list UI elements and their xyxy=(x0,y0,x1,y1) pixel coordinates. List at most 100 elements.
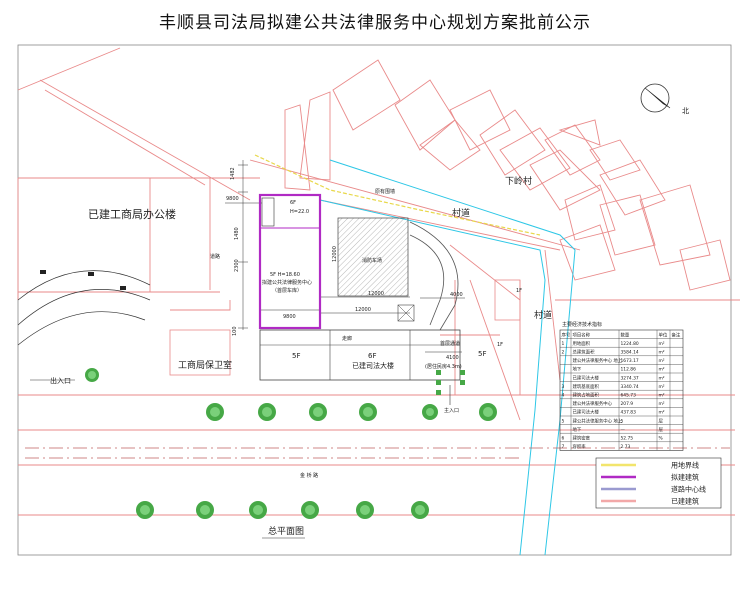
table-cell: 建公共法律服务中心 地上 xyxy=(573,417,623,424)
site-line xyxy=(254,154,541,236)
security-room-label: 工商局保卫室 xyxy=(178,359,232,371)
dim-1480: 1480 xyxy=(234,227,240,240)
tree-icon xyxy=(85,368,99,382)
table-cell: 2.73 xyxy=(621,444,631,450)
tree-icon xyxy=(249,501,267,519)
table-cell: 2 xyxy=(562,350,565,356)
entrance-main-label: 主入口 xyxy=(444,407,459,414)
dim-4100: 4100 xyxy=(446,355,459,361)
table-cell: 3274.37 xyxy=(621,375,639,381)
table-cell: 5 xyxy=(562,418,565,424)
table-cell: 建筑基底面积 xyxy=(573,383,600,390)
table-cell: m² xyxy=(659,402,665,407)
table-header-cell: 数量 xyxy=(621,331,630,338)
table-cell: 6 xyxy=(562,436,565,442)
table-cell: — xyxy=(621,428,626,433)
building-1f-a-label: 1F xyxy=(516,288,522,294)
table-cell: 4 xyxy=(562,393,565,399)
table-cell: 1673.17 xyxy=(621,358,639,364)
table-cell: 3 xyxy=(562,384,565,390)
proposed-building xyxy=(258,193,322,330)
table-cell: 建筑密度 xyxy=(573,435,591,442)
table-cell: 3584.14 xyxy=(621,350,639,356)
table-cell: 645.73 xyxy=(621,393,637,399)
table-cell: 总建筑面积 xyxy=(573,349,596,356)
tree-icon xyxy=(436,370,441,375)
existing-judicial-label: 已建司法大楼 xyxy=(352,361,394,370)
table-cell: % xyxy=(659,436,663,442)
elevator-box xyxy=(397,304,415,322)
dimension-lines xyxy=(225,160,465,353)
table-cell: m² xyxy=(659,385,665,390)
road-small-label: 道路 xyxy=(210,253,220,260)
village-label: 下岭村 xyxy=(505,175,532,187)
table-header-cell: 备注 xyxy=(672,331,681,338)
existing-wall-label: 原有围墙 xyxy=(375,188,395,195)
fire-parking-area xyxy=(337,217,409,297)
dim-9800-top: 9800 xyxy=(226,196,239,202)
tree-icon xyxy=(436,390,441,395)
proposed-main-line3: （首层车库） xyxy=(272,287,302,294)
table-cell: m² xyxy=(659,342,665,347)
table-header-cell: 序号 xyxy=(562,331,571,338)
security-room-outline xyxy=(169,329,231,376)
table-header-cell: 单位 xyxy=(659,331,668,338)
table-cell: m² xyxy=(659,411,665,416)
table-cell: 建公共法律服务中心 xyxy=(573,400,613,407)
legend-label: 用地界线 xyxy=(671,461,699,470)
table-cell: 层 xyxy=(659,427,664,433)
table-cell: m² xyxy=(659,394,665,399)
stage-lights xyxy=(40,270,126,290)
access-curve-outer xyxy=(409,221,459,331)
tree-icon xyxy=(411,501,429,519)
dim-12000-v: 12000 xyxy=(332,246,338,262)
table-cell: 建筑占地面积 xyxy=(573,392,600,399)
table-cell: 用地面积 xyxy=(573,340,591,347)
tree-icon xyxy=(206,403,224,421)
dim-12000-mid: 12000 xyxy=(368,291,384,297)
table-title: 主要经济技术指标 xyxy=(562,321,602,328)
legend-label: 道路中心线 xyxy=(671,485,706,494)
tree-icon xyxy=(460,370,465,375)
boundary-lines xyxy=(17,47,740,516)
dim-4000: 4000 xyxy=(450,292,463,298)
entrance-left-label: 出入口 xyxy=(50,376,71,385)
table-cell: m² xyxy=(659,368,665,373)
corridor-label: 走廊 xyxy=(342,335,352,342)
building-1f-b-label: 1F xyxy=(497,342,503,348)
tree-icon xyxy=(301,501,319,519)
road-centerlines xyxy=(25,447,730,459)
office-building-label: 已建工商局办公楼 xyxy=(88,207,176,221)
table-cell: 437.83 xyxy=(621,410,637,416)
table-cell: 层 xyxy=(659,418,664,424)
village-houses xyxy=(284,59,731,291)
small-stair xyxy=(261,197,275,227)
legend-box xyxy=(595,457,722,509)
building-5f-left-label: 5F xyxy=(292,352,300,360)
tree-icon xyxy=(422,404,438,420)
proposed-main-line1: 5F H=18.60 xyxy=(270,272,300,278)
village-road-right-label: 村道 xyxy=(534,309,552,321)
proposed-small-line2: H=22.0 xyxy=(290,209,309,215)
north-label: 北 xyxy=(682,107,689,115)
table-cell: 3340.74 xyxy=(621,384,639,390)
table-cell: 建公共法律服务中心 地上 xyxy=(573,357,623,364)
plan-caption: 总平面图 xyxy=(268,525,304,537)
table-cell: 已建司法大楼 xyxy=(573,374,600,381)
tree-icon xyxy=(258,403,276,421)
legend-label: 已建建筑 xyxy=(671,497,699,506)
tree-icon xyxy=(309,403,327,421)
table-cell: m² xyxy=(659,351,665,356)
existing-6f-label: 6F xyxy=(368,352,376,360)
office-building-curve xyxy=(17,270,151,346)
table-cell: 207.9 xyxy=(621,401,634,407)
table-cell: 7 xyxy=(562,444,565,450)
tree-icon xyxy=(479,403,497,421)
page-title: 丰顺县司法局拟建公共法律服务中心规划方案批前公示 xyxy=(159,13,591,33)
table-cell: 5 xyxy=(621,418,624,424)
residence-label: (居住民房4.3m) xyxy=(425,363,462,370)
tree-icon xyxy=(136,501,154,519)
dim-1482: 1482 xyxy=(230,167,236,180)
